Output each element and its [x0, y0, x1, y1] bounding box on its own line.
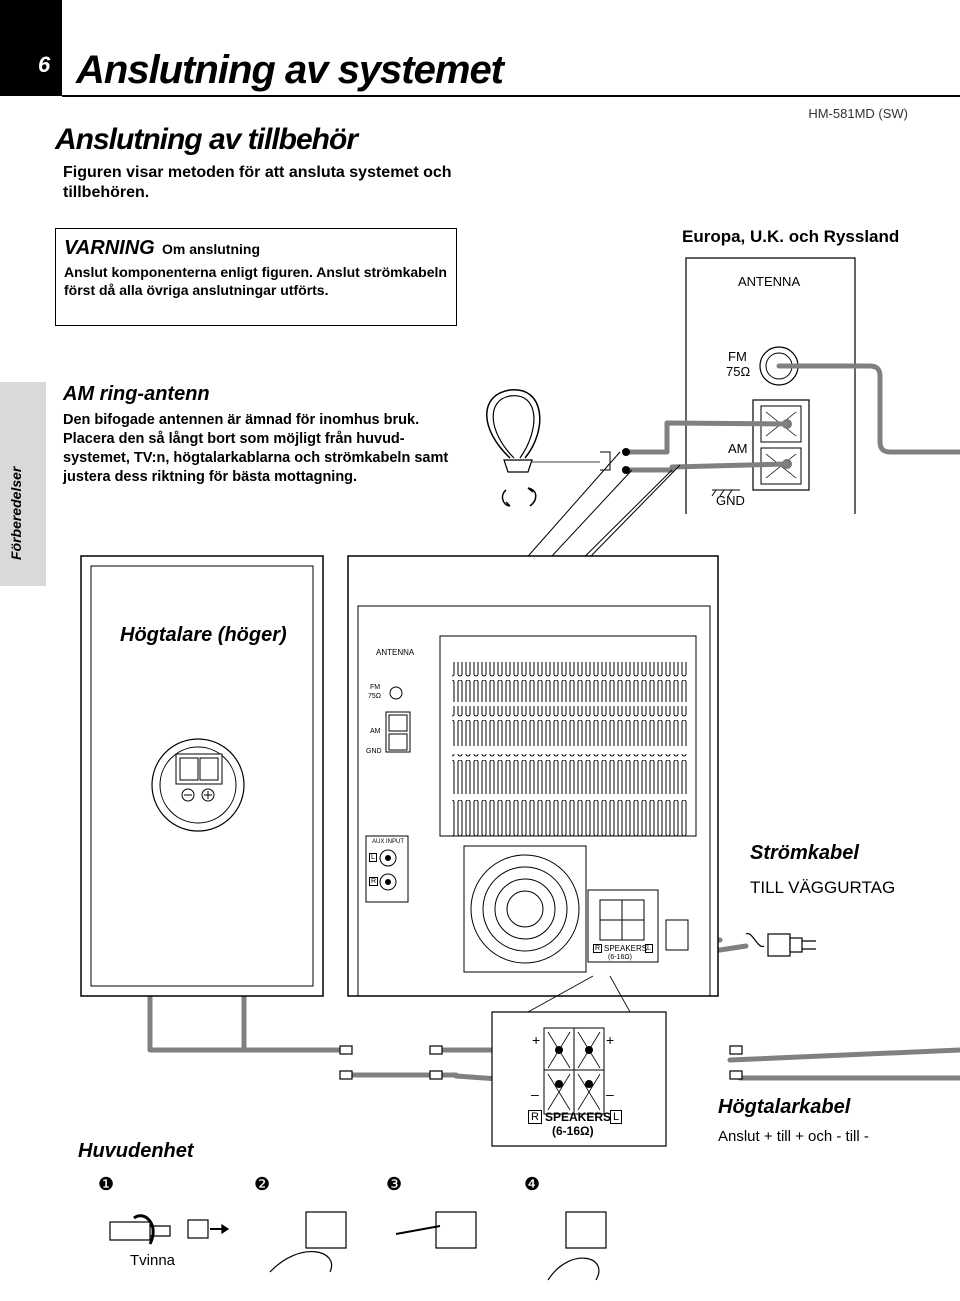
- unit-aux-label: AUX INPUT: [372, 839, 405, 845]
- warning-text: Anslut komponenterna enligt figuren. Ans…: [64, 264, 447, 298]
- step-4-marker: ❹: [524, 1174, 541, 1194]
- antenna-panel-fm: FM: [728, 349, 747, 364]
- am-antenna-title: AM ring-antenn: [63, 383, 210, 405]
- terminal-speakers-label: SPEAKERS: [545, 1110, 612, 1124]
- warning-subtitle: Om anslutning: [162, 241, 260, 257]
- terminal-minus-left: –: [531, 1086, 539, 1102]
- am-loop-antenna: [486, 389, 611, 507]
- step-illustrations: [109, 1211, 607, 1281]
- speaker-right-label: Högtalare (höger): [120, 624, 287, 646]
- main-unit-label: Huvudenhet: [78, 1140, 194, 1162]
- antenna-panel-enlarged: [685, 257, 856, 514]
- antenna-panel-gnd: GND: [716, 493, 745, 508]
- twist-label: Tvinna: [130, 1252, 176, 1269]
- step-2-marker: ❷: [254, 1174, 271, 1194]
- terminal-r-label: R: [528, 1110, 542, 1124]
- antenna-panel-ohm: 75Ω: [726, 364, 751, 379]
- speaker-terminal-enlarged: [491, 975, 667, 1147]
- title-divider: [62, 95, 960, 97]
- section-title: Anslutning av tillbehör: [55, 123, 358, 156]
- unit-speakers-l: L: [645, 944, 653, 953]
- unit-speakers-impedance: (6-16Ω): [608, 954, 632, 961]
- unit-antenna-label: ANTENNA: [376, 648, 415, 657]
- region-label: Europa, U.K. och Ryssland: [682, 227, 900, 246]
- unit-aux-l: L: [369, 853, 377, 862]
- unit-fm-label: FM: [370, 684, 381, 691]
- step-3-marker: ❸: [386, 1174, 403, 1194]
- speaker-right-drawing: [80, 555, 324, 997]
- main-unit-drawing: [347, 555, 719, 997]
- unit-speakers-r: R: [593, 944, 603, 953]
- model-number: HM-581MD (SW): [808, 106, 908, 121]
- unit-speakers-label: SPEAKERS: [604, 944, 648, 953]
- terminal-l-label: L: [610, 1110, 623, 1124]
- terminal-minus-right: –: [606, 1086, 614, 1102]
- section-intro: Figuren visar metoden för att ansluta sy…: [63, 164, 452, 201]
- am-antenna-text: Den bifogade antennen är ämnad för inomh…: [63, 412, 449, 485]
- antenna-panel-am: AM: [728, 441, 748, 456]
- power-cable-title: Strömkabel: [750, 842, 859, 864]
- speaker-cable-title: Högtalarkabel: [718, 1096, 851, 1118]
- warning-box: VARNING Om anslutning Anslut komponenter…: [55, 228, 457, 326]
- power-plug: [745, 932, 816, 957]
- page-title: Anslutning av systemet: [76, 48, 504, 92]
- speaker-cable-text: Anslut + till + och - till -: [718, 1128, 869, 1145]
- page-number-box: [0, 0, 62, 96]
- step-1-marker: ❶: [98, 1174, 115, 1194]
- antenna-panel-title: ANTENNA: [738, 274, 801, 289]
- power-cable-subtitle: TILL VÄGGURTAG: [750, 878, 896, 897]
- unit-am-label: AM: [370, 728, 381, 735]
- terminal-plus-left: +: [532, 1032, 541, 1048]
- side-tab: [0, 382, 46, 586]
- unit-aux-r: R: [369, 877, 379, 886]
- warning-title: VARNING: [64, 237, 155, 259]
- terminal-impedance: (6-16Ω): [552, 1124, 594, 1138]
- unit-ohm-label: 75Ω: [368, 693, 382, 700]
- cable-connectors: [339, 1045, 743, 1080]
- page-number: 6: [38, 52, 51, 77]
- terminal-plus-right: +: [606, 1032, 615, 1048]
- unit-gnd-label: GND: [366, 748, 382, 755]
